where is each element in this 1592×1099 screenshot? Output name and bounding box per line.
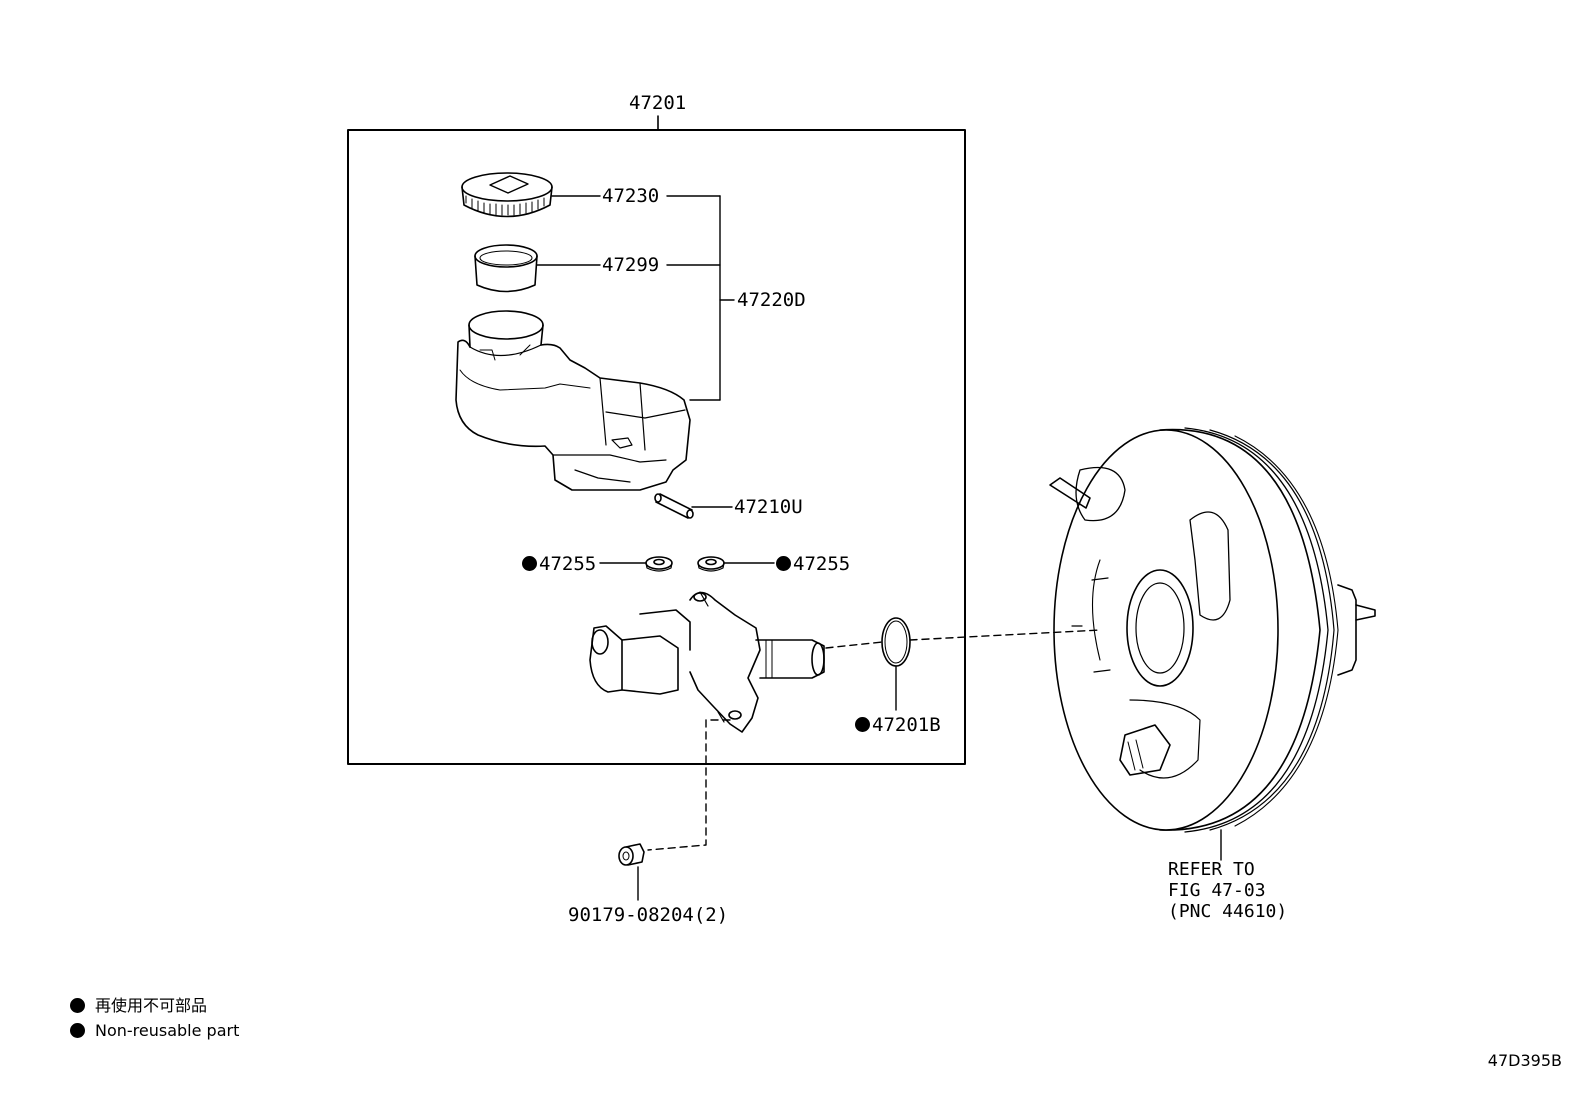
legend-english-text: Non-reusable part: [95, 1021, 240, 1040]
legend-japanese-text: 再使用不可部品: [95, 996, 208, 1015]
label-o-ring: 47201B: [855, 714, 941, 736]
non-reusable-dot-icon: [855, 717, 870, 732]
grommet-left-number: 47255: [539, 553, 597, 575]
brake-booster: [1049, 427, 1376, 833]
o-ring: [881, 617, 911, 667]
refer-note: REFER TO FIG 47-03 (PNC 44610): [1168, 859, 1287, 922]
grommet-right-number: 47255: [793, 553, 851, 575]
non-reusable-dot-icon: [522, 556, 537, 571]
label-pin: 47210U: [734, 496, 803, 518]
reservoir-cap: [461, 172, 553, 218]
legend-japanese: 再使用不可部品: [70, 996, 207, 1016]
label-nut: 90179-08204(2): [568, 904, 729, 926]
label-grommet-right: 47255: [776, 553, 850, 575]
refer-line-3: (PNC 44610): [1168, 901, 1288, 922]
reservoir: [455, 310, 691, 491]
non-reusable-dot-icon: [70, 998, 85, 1013]
strainer: [474, 244, 538, 293]
o-ring-number: 47201B: [872, 714, 941, 736]
non-reusable-dot-icon: [70, 1023, 85, 1038]
master-cylinder: [589, 591, 825, 733]
non-reusable-dot-icon: [776, 556, 791, 571]
grommets: [645, 556, 725, 572]
leader-lines: [536, 195, 1222, 901]
drawing-code: 47D395B: [1487, 1051, 1562, 1070]
assembly-frame: [347, 115, 966, 765]
label-strainer: 47299: [602, 254, 660, 276]
legend-english: Non-reusable part: [70, 1021, 239, 1041]
flange-nut: [618, 843, 645, 866]
refer-line-2: FIG 47-03: [1168, 880, 1266, 901]
label-grommet-left: 47255: [522, 553, 596, 575]
label-assembly: 47201: [629, 92, 687, 114]
label-cap: 47230: [602, 185, 660, 207]
label-reservoir: 47220D: [737, 289, 806, 311]
refer-line-1: REFER TO: [1168, 859, 1255, 880]
pin: [654, 493, 694, 519]
dashed-alignment-lines: [647, 629, 1101, 851]
